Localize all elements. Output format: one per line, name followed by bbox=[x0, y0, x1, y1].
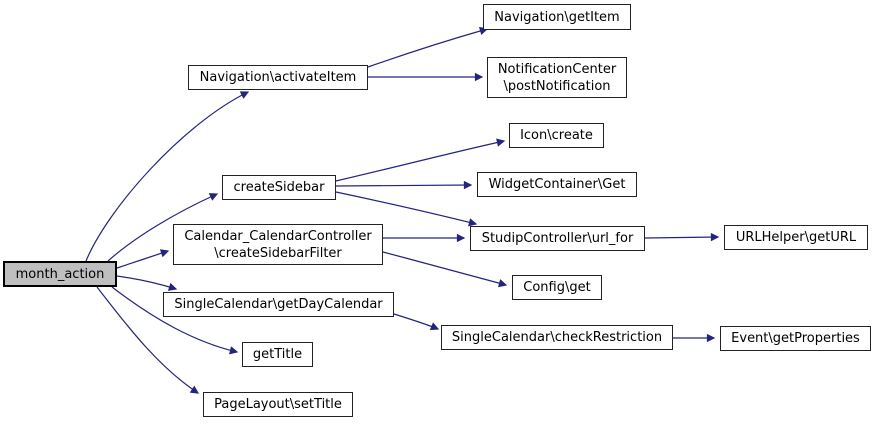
node-month_action: month_action bbox=[3, 261, 117, 287]
edge-month_action-to-createSidebarFilter bbox=[116, 249, 170, 269]
node-label: Icon\create bbox=[520, 128, 593, 143]
node-studipcontroller-url_for[interactable]: StudipController\url_for bbox=[470, 226, 645, 251]
node-month_action-label: month_action bbox=[15, 266, 105, 282]
edge-createSidebar-to-icon_create bbox=[335, 138, 506, 182]
node-label-line1: Calendar_CalendarController bbox=[184, 228, 372, 244]
edge-getDayCalendar-to-checkRestriction bbox=[393, 313, 440, 331]
edge-createSidebar-to-widgetContainer_get bbox=[335, 180, 473, 190]
node-label: Navigation\getItem bbox=[494, 9, 620, 25]
edge-url_for-to-getURL bbox=[644, 232, 720, 242]
node-label: getTitle bbox=[252, 347, 303, 362]
node-label-line2: \createSidebarFilter bbox=[214, 245, 342, 261]
node-label: WidgetContainer\Get bbox=[488, 177, 626, 192]
node-label: Config\get bbox=[523, 280, 591, 295]
node-label-line1: NotificationCenter bbox=[497, 61, 617, 77]
node-createsidebar[interactable]: createSidebar bbox=[222, 175, 336, 200]
node-gettitle[interactable]: getTitle bbox=[242, 342, 313, 367]
node-urlhelper-geturl[interactable]: URLHelper\getURL bbox=[724, 225, 868, 250]
node-widgetcontainer-get[interactable]: WidgetContainer\Get bbox=[477, 172, 637, 197]
node-label: Navigation\activateItem bbox=[199, 70, 357, 85]
edge-month_action-to-createSidebar bbox=[107, 193, 219, 262]
node-calendarcontroller-createsidebarfilter[interactable]: Calendar_CalendarController \createSideb… bbox=[173, 224, 383, 265]
node-label: Event\getProperties bbox=[731, 331, 860, 346]
node-label: SingleCalendar\getDayCalendar bbox=[174, 297, 383, 312]
edge-month_action-to-setTitle bbox=[96, 286, 200, 394]
edge-activateItem-to-getItem bbox=[367, 26, 489, 68]
node-event-getproperties[interactable]: Event\getProperties bbox=[720, 326, 871, 351]
node-navigation-getitem[interactable]: Navigation\getItem bbox=[483, 4, 631, 30]
node-icon-create[interactable]: Icon\create bbox=[509, 123, 604, 148]
node-navigation-activateitem[interactable]: Navigation\activateItem bbox=[188, 65, 368, 90]
node-singlecalendar-getdaycalendar[interactable]: SingleCalendar\getDayCalendar bbox=[163, 292, 394, 317]
node-label: StudipController\url_for bbox=[481, 231, 634, 246]
edge-month_action-to-activateItem bbox=[85, 91, 250, 262]
edge-createSidebar-to-url_for bbox=[335, 191, 478, 227]
node-label: PageLayout\setTitle bbox=[214, 397, 342, 412]
node-label: SingleCalendar\checkRestriction bbox=[451, 330, 663, 345]
node-label: URLHelper\getURL bbox=[735, 230, 857, 245]
edge-month_action-to-getDayCalendar bbox=[116, 275, 178, 291]
node-config-get[interactable]: Config\get bbox=[512, 275, 602, 300]
node-singlecalendar-checkrestriction[interactable]: SingleCalendar\checkRestriction bbox=[441, 325, 673, 350]
node-label: createSidebar bbox=[233, 180, 325, 195]
edge-month_action-to-getTitle bbox=[111, 286, 239, 355]
node-notificationcenter-postnotification[interactable]: NotificationCenter \postNotification bbox=[487, 57, 627, 98]
edge-createSidebarFilter-to-config_get bbox=[382, 251, 508, 288]
node-pagelayout-settitle[interactable]: PageLayout\setTitle bbox=[203, 392, 353, 417]
node-label-line2: \postNotification bbox=[503, 78, 611, 94]
